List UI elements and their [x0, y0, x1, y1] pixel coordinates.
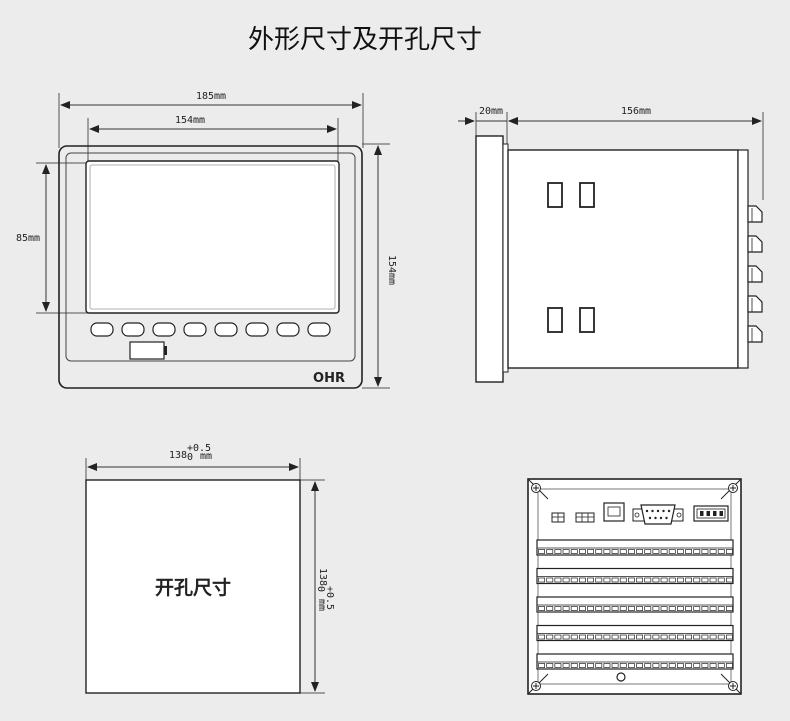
side-view: 20mm 156mm — [458, 106, 764, 383]
mounting-clip — [579, 182, 595, 208]
svg-text:0: 0 — [187, 452, 193, 463]
mounting-clip — [547, 307, 563, 333]
terminal-row — [536, 567, 734, 585]
front-bezel — [58, 145, 363, 389]
front-button — [276, 322, 300, 337]
side-body — [507, 149, 739, 369]
usb-port — [129, 341, 165, 360]
side-connector — [747, 235, 763, 253]
front-button — [183, 322, 207, 337]
side-bezel — [475, 135, 504, 383]
front-button — [214, 322, 238, 337]
body-depth-label: 156mm — [621, 106, 651, 117]
bezel-depth-label: 20mm — [479, 106, 503, 117]
cutout-height-label: 138 +0.5 0 mm — [315, 568, 335, 611]
cutout-panel — [85, 479, 301, 694]
front-button — [307, 322, 331, 337]
front-inner-frame — [65, 152, 356, 362]
signal-terminal — [575, 512, 595, 523]
communication-terminal — [693, 505, 729, 522]
page-title: 外形尺寸及开孔尺寸 — [248, 25, 482, 55]
mounting-clip — [547, 182, 563, 208]
terminal-row — [536, 653, 734, 670]
svg-text:138: 138 — [317, 568, 328, 586]
svg-text:+0.5: +0.5 — [324, 586, 335, 610]
indicator-hole — [616, 672, 626, 682]
front-button — [121, 322, 145, 337]
svg-text:0: 0 — [315, 586, 326, 592]
front-button — [152, 322, 176, 337]
svg-text:mm: mm — [200, 451, 212, 462]
svg-text:+0.5: +0.5 — [187, 443, 211, 454]
height-label: 154mm — [386, 255, 397, 285]
width-label: 185mm — [196, 91, 226, 102]
screen-height-label: 85mm — [16, 233, 40, 244]
serial-port — [632, 504, 684, 525]
front-view: 185mm 154mm 85mm 154mm OHR — [16, 91, 397, 389]
cutout-view: 138 +0.5 0 mm 138 +0.5 0 mm 开孔尺寸 — [85, 443, 335, 694]
side-connector — [747, 295, 763, 313]
terminal-blocks — [536, 539, 734, 670]
display-screen — [85, 160, 340, 314]
svg-text:mm: mm — [316, 599, 327, 611]
front-button — [245, 322, 269, 337]
terminal-row — [536, 539, 734, 556]
front-buttons — [90, 322, 331, 337]
rear-screws — [531, 483, 738, 691]
side-connector — [747, 205, 763, 223]
svg-text:138: 138 — [169, 450, 187, 461]
brand-logo: OHR — [313, 371, 345, 386]
terminal-row — [536, 596, 734, 613]
cutout-width-label: 138 +0.5 0 mm — [169, 443, 212, 463]
side-connector — [747, 325, 763, 343]
front-button — [90, 322, 114, 337]
side-connector — [747, 265, 763, 283]
rear-view — [527, 478, 742, 695]
mounting-clip — [579, 307, 595, 333]
ethernet-port — [603, 502, 625, 522]
side-connectors — [747, 205, 763, 343]
cutout-center-text: 开孔尺寸 — [155, 576, 231, 599]
terminal-row — [536, 624, 734, 642]
screen-width-label: 154mm — [175, 115, 205, 126]
